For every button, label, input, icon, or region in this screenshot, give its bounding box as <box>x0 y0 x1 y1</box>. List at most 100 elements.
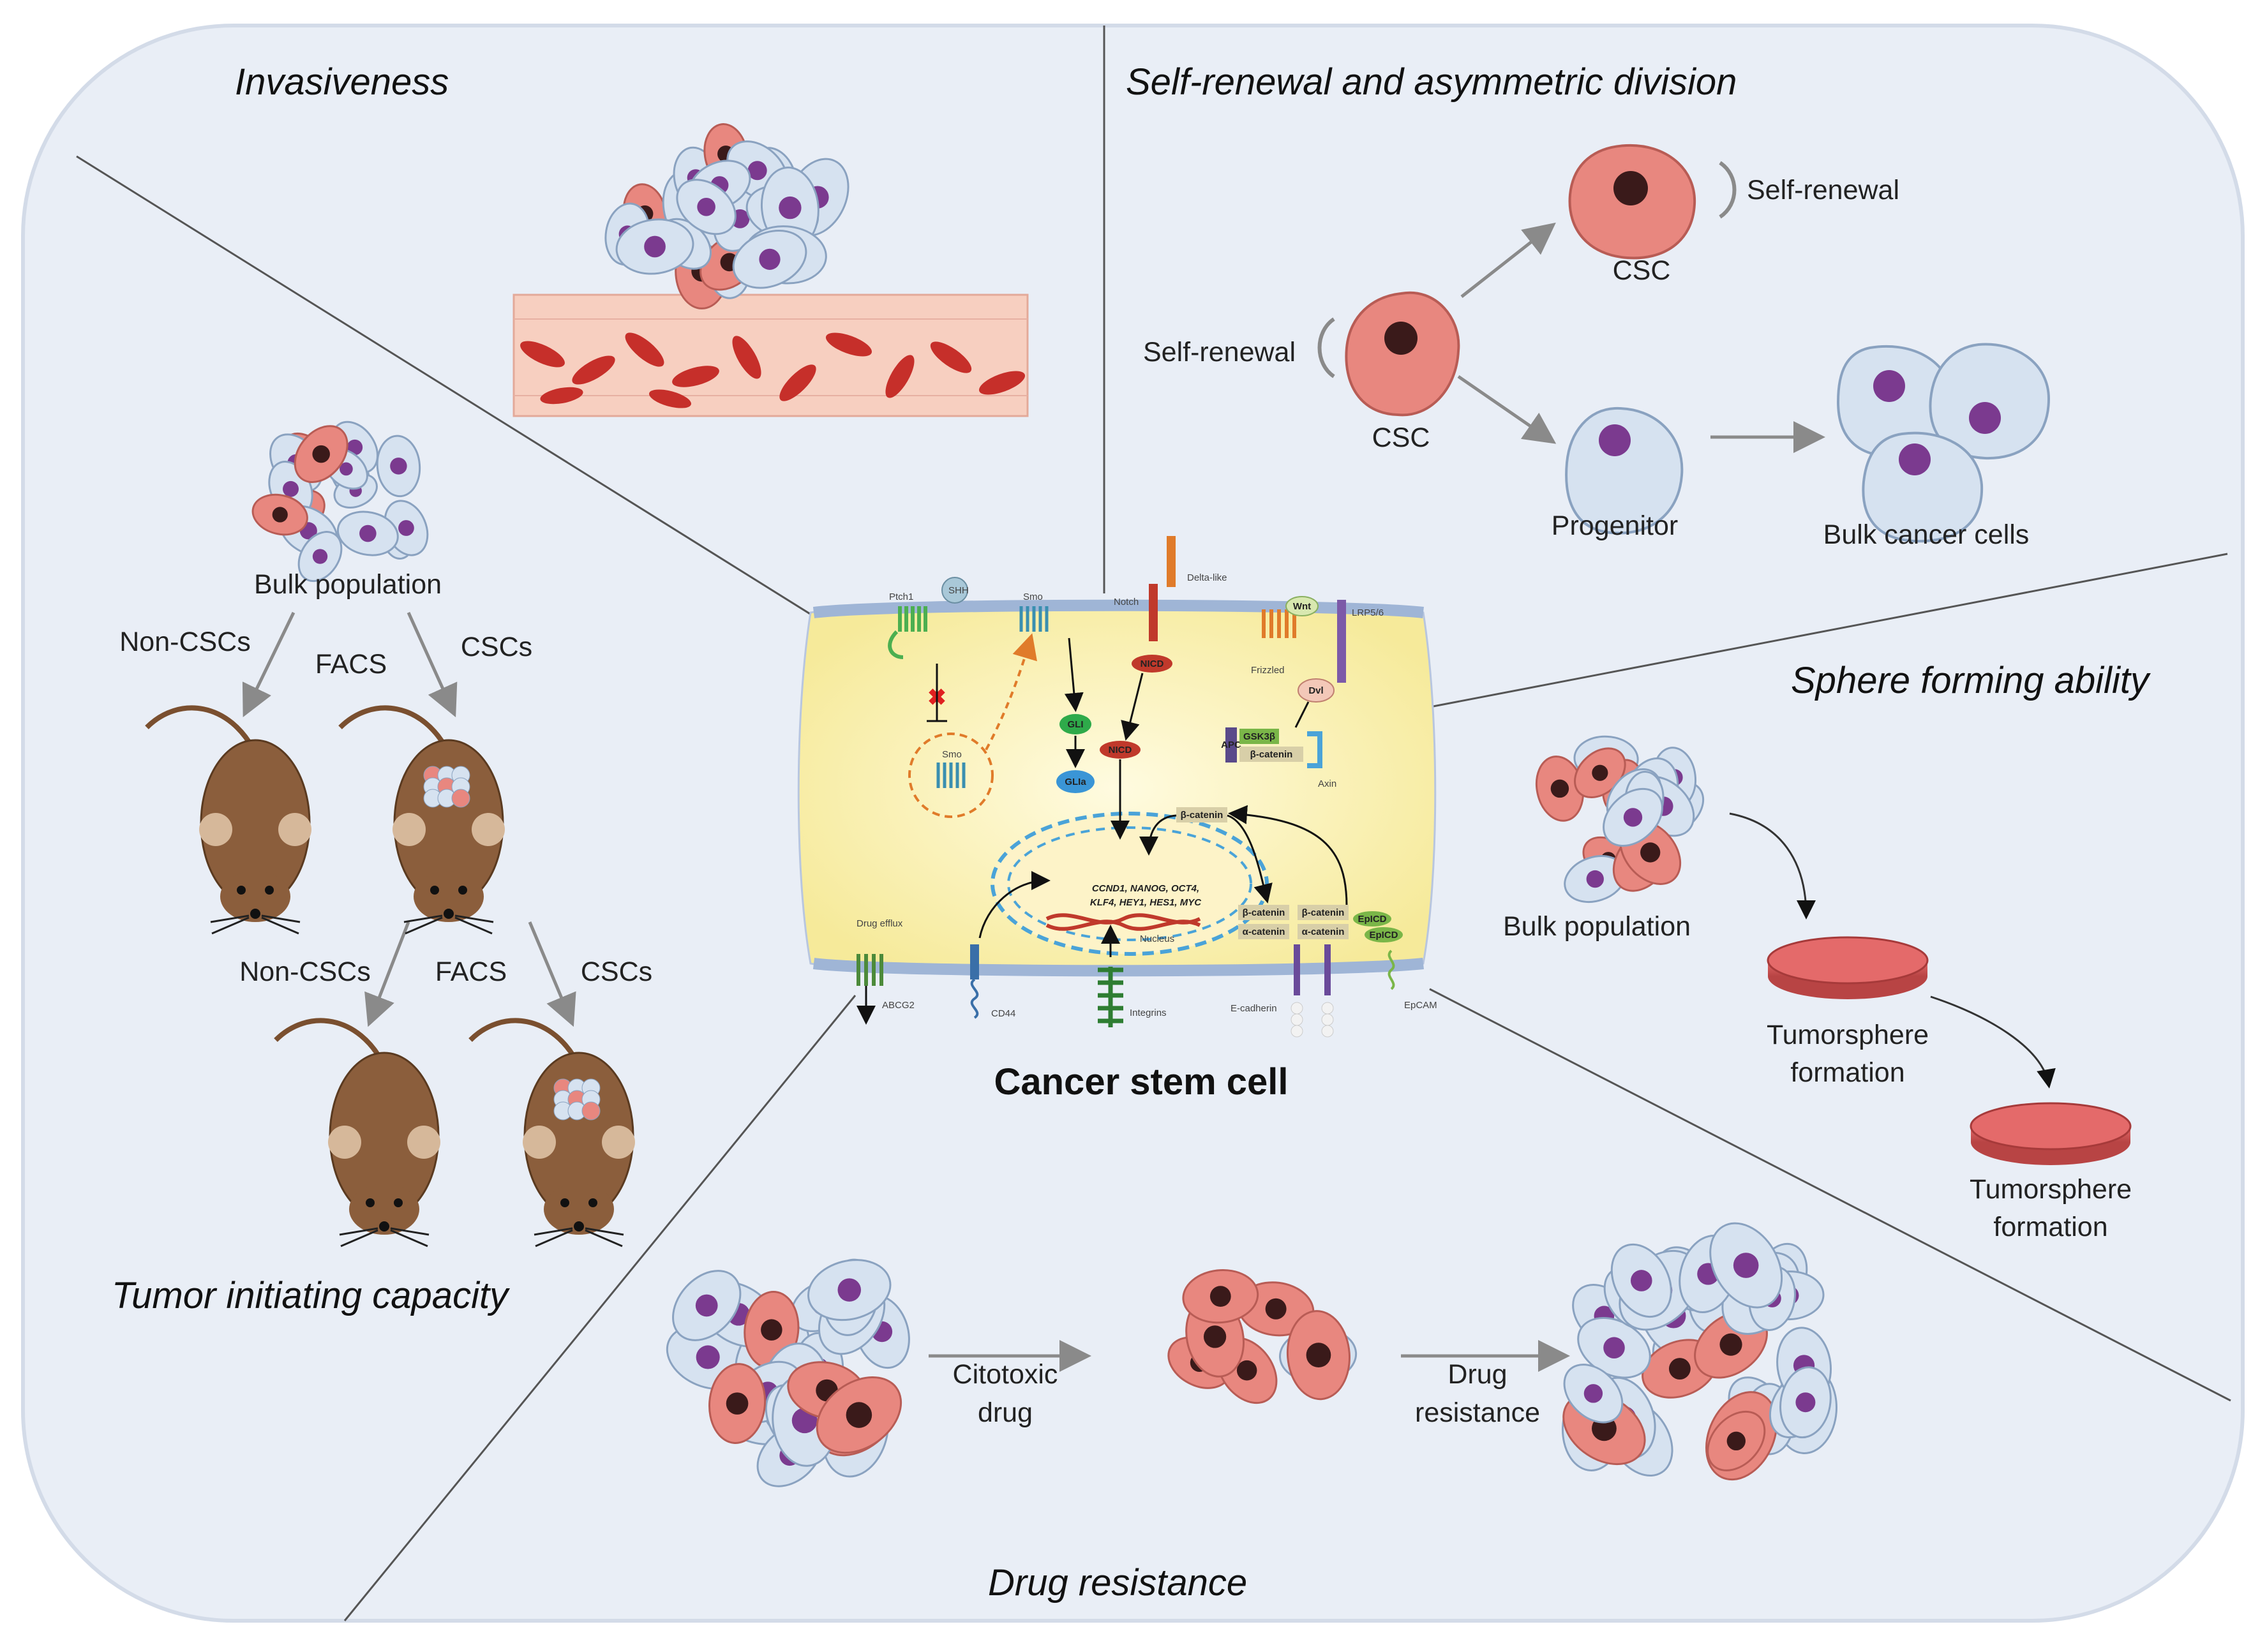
shh-label: SHH <box>948 585 969 596</box>
section-title-tumor-initiating: Tumor initiating capacity <box>112 1275 510 1316</box>
cytotoxic-label-b: drug <box>978 1397 1033 1428</box>
integrins-label: Integrins <box>1130 1008 1167 1018</box>
beta-catenin-free-label: β-catenin <box>1181 810 1223 821</box>
target-genes-2: KLF4, HEY1, HES1, MYC <box>1090 897 1202 908</box>
bulk-population-label-right: Bulk population <box>1503 911 1691 942</box>
bulk-cell <box>732 229 807 289</box>
nucleus-label: Nucleus <box>1140 934 1174 944</box>
section-title-invasiveness: Invasiveness <box>235 61 449 103</box>
bulk-cell <box>1563 1364 1624 1424</box>
gli-label: GLI <box>1068 719 1084 730</box>
invasion-illustration <box>513 123 1029 417</box>
cscs-label-1: CSCs <box>461 632 532 662</box>
nicd-label-1: NICD <box>1141 659 1164 669</box>
bulk-cell <box>1610 1243 1672 1318</box>
delta-like-label: Delta-like <box>1187 572 1227 583</box>
cscs-label-2: CSCs <box>581 956 652 987</box>
bulk-cancer-cells-label: Bulk cancer cells <box>1823 519 2030 550</box>
sphere-forming-illustration: Bulk population Tumorsphere formation Tu… <box>1503 735 2132 1242</box>
bulk-cell <box>1603 787 1663 847</box>
glia-label: GLIa <box>1065 777 1086 787</box>
beta-catenin-a <box>1238 905 1289 920</box>
nicd-2 <box>1100 741 1141 759</box>
tumorsphere-label-1b: formation <box>1790 1057 1904 1088</box>
frizzled-label: Frizzled <box>1251 665 1285 676</box>
glia-protein <box>1056 770 1095 793</box>
top-membrane <box>812 599 1424 618</box>
facs-label-2: FACS <box>435 956 507 987</box>
cd44-label: CD44 <box>991 1008 1015 1019</box>
smo-top-label: Smo <box>1023 592 1043 602</box>
notch-receptor <box>1149 584 1158 641</box>
bulk-cell <box>1709 1222 1783 1309</box>
beta-catenin-b <box>1298 905 1349 920</box>
apc-protein <box>1225 727 1237 763</box>
beta-catenin-complex <box>1239 747 1303 762</box>
drug-resistance-illustration: Citotoxic drug Drug resistance <box>666 1222 1837 1487</box>
axin-protein <box>1307 731 1322 768</box>
red-blood-cells <box>520 332 1026 408</box>
apc-label: APC <box>1221 740 1241 750</box>
csc-cell <box>708 1363 767 1444</box>
resistance-label-b: resistance <box>1415 1397 1540 1428</box>
mouse-icon <box>145 705 311 935</box>
wnt-label: Wnt <box>1293 601 1311 612</box>
csc-label-center: CSC <box>1372 422 1430 453</box>
axin-label: Axin <box>1318 778 1336 789</box>
tumorsphere-label-2a: Tumorsphere <box>1970 1174 2132 1205</box>
wnt-ligand <box>1285 596 1319 616</box>
progenitor-label: Progenitor <box>1552 510 1678 541</box>
epicd-1 <box>1353 911 1391 926</box>
bulk-cell <box>297 531 343 583</box>
section-title-self-renewal: Self-renewal and asymmetric division <box>1126 61 1737 103</box>
bulk-cancer-cells <box>1836 343 2051 543</box>
non-cscs-label-2: Non-CSCs <box>239 956 371 987</box>
drug-efflux-label: Drug efflux <box>857 918 903 929</box>
bulk-cell <box>376 435 421 498</box>
csc-label-top: CSC <box>1613 255 1671 286</box>
section-title-drug-resistance: Drug resistance <box>988 1562 1247 1604</box>
dvl-label: Dvl <box>1308 685 1323 696</box>
tumor-initiating-illustration: Bulk population Non-CSCs FACS CSCs Non-C… <box>119 420 652 1247</box>
smo-vesicle <box>908 733 994 818</box>
beta-catenin-b-label: β-catenin <box>1302 907 1345 918</box>
non-cscs-label-1: Non-CSCs <box>119 627 251 657</box>
beta-catenin-a-label: β-catenin <box>1243 907 1285 918</box>
epicd-2 <box>1365 927 1403 942</box>
bulk-cell <box>807 1259 892 1321</box>
csc-cell <box>816 1376 902 1454</box>
alpha-catenin-a-label: α-catenin <box>1243 926 1285 937</box>
alpha-catenin-b-label: α-catenin <box>1302 926 1345 937</box>
center-title: Cancer stem cell <box>994 1061 1288 1103</box>
target-genes-1: CCND1, NANOG, OCT4, <box>1092 883 1199 894</box>
epcam <box>1388 949 1395 990</box>
mouse-with-tumor-icon <box>338 705 505 935</box>
shh-ligand <box>941 577 968 604</box>
petri-dish-2 <box>1970 1102 2132 1165</box>
tumorsphere-label-1a: Tumorsphere <box>1767 1020 1929 1050</box>
nicd-label-2: NICD <box>1109 745 1132 755</box>
delta-like-ligand <box>1167 536 1176 587</box>
self-renewal-label-top: Self-renewal <box>1747 175 1899 205</box>
notch-label: Notch <box>1114 597 1139 607</box>
mouse-icon <box>274 1018 440 1247</box>
bulk-cell <box>676 179 737 235</box>
self-renewal-label-left: Self-renewal <box>1143 337 1296 368</box>
nicd-1 <box>1132 655 1172 673</box>
bulk-cell <box>615 218 694 275</box>
beta-catenin-complex-label: β-catenin <box>1250 749 1293 760</box>
lrp-label: LRP5/6 <box>1352 607 1384 618</box>
progenitor-cell <box>1565 406 1684 535</box>
csc-cell <box>294 425 348 484</box>
resistance-label-a: Drug <box>1448 1359 1507 1390</box>
self-renewal-illustration: CSC Self-renewal Self-renewal CSC Progen… <box>1143 144 2051 550</box>
lrp-receptor <box>1337 600 1346 683</box>
beta-catenin-free <box>1176 807 1227 822</box>
bulk-cell <box>336 510 399 556</box>
e-cadherin <box>1291 944 1334 1038</box>
ptch1-label: Ptch1 <box>889 592 913 602</box>
e-cadherin-label: E-cadherin <box>1231 1003 1277 1014</box>
csc-cell <box>1707 1410 1766 1471</box>
epicd-label-2: EpICD <box>1370 930 1398 941</box>
